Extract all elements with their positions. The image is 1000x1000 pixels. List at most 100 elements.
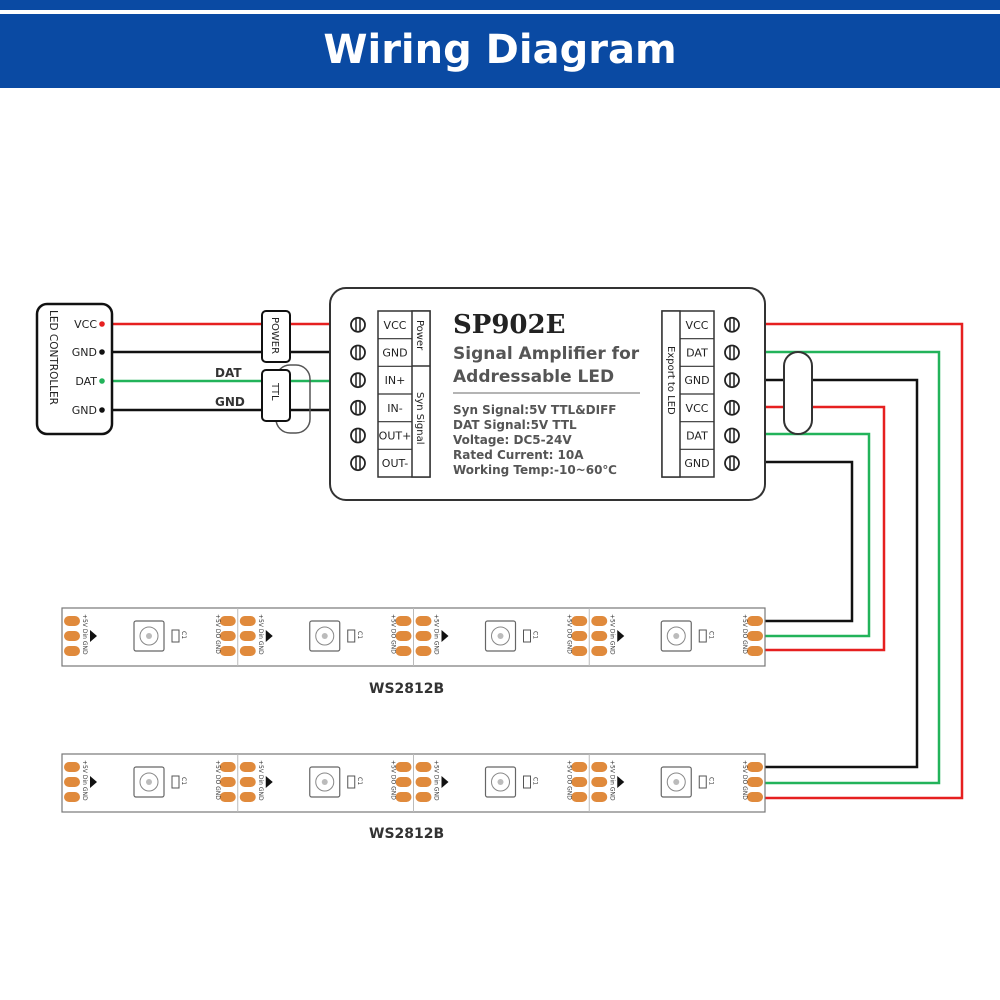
pad-label-out: +5V DO GND	[565, 614, 572, 654]
pad-label-in: +5V Din GND	[257, 614, 264, 655]
solder-pad	[415, 762, 432, 772]
capacitor-label: C1	[180, 777, 187, 785]
screw-terminal-icon	[724, 427, 740, 444]
solder-pad	[591, 792, 608, 802]
direction-arrow-icon	[441, 630, 449, 642]
right-terminal-label: DAT	[686, 347, 708, 360]
solder-pad	[64, 646, 80, 656]
capacitor-icon	[698, 629, 707, 643]
pad-label-out: +5V DO GND	[565, 760, 572, 800]
wire-gnd-out2	[730, 460, 854, 623]
led-die	[497, 633, 504, 639]
led-lens	[139, 772, 159, 792]
solder-pad	[747, 792, 763, 802]
left-terminal-label: IN-	[387, 402, 402, 415]
solder-pad	[64, 631, 80, 641]
solder-pad	[415, 646, 432, 656]
solder-pad	[64, 762, 80, 772]
capacitor-icon	[171, 775, 180, 789]
solder-pad	[239, 777, 256, 787]
right-terminal-label: DAT	[686, 430, 708, 443]
direction-arrow-icon	[90, 776, 97, 788]
solder-pad	[64, 616, 80, 626]
controller-label: LED CONTROLLER	[47, 310, 59, 405]
capacitor-label: C1	[532, 777, 539, 785]
solder-pad	[591, 646, 608, 656]
controller-pin-dot	[99, 321, 105, 327]
pad-label-in: +5V Din GND	[433, 760, 440, 801]
left-group-power: Power	[414, 320, 425, 351]
amplifier-subtitle-1: Signal Amplifier for	[453, 344, 640, 364]
led-die	[673, 779, 680, 785]
solder-pad	[415, 616, 432, 626]
left-terminal-label: OUT+	[379, 430, 412, 443]
solder-pad	[591, 777, 608, 787]
solder-pad	[219, 646, 236, 656]
direction-arrow-icon	[265, 776, 273, 788]
ttl-clamp-body	[261, 369, 291, 422]
solder-pad	[219, 777, 236, 787]
capacitor-icon	[171, 629, 180, 643]
led-lens	[315, 626, 335, 646]
amplifier-spec: DAT Signal:5V TTL	[453, 418, 577, 432]
screw-terminal-icon	[350, 455, 366, 472]
led-lens	[491, 626, 510, 646]
led-die	[146, 779, 152, 785]
power-clamp: POWER	[261, 310, 291, 363]
screw-terminal-icon	[724, 316, 740, 333]
solder-pad	[415, 792, 432, 802]
power-clamp-label: POWER	[269, 317, 280, 354]
strip-1-label: WS2812B	[369, 681, 444, 697]
controller-pin-label: DAT	[75, 375, 97, 388]
pad-label-in: +5V Din GND	[257, 760, 264, 801]
controller-pin-label: GND	[72, 346, 97, 359]
amplifier-spec: Syn Signal:5V TTL&DIFF	[453, 403, 616, 417]
solder-pad	[219, 762, 236, 772]
amplifier-body	[329, 287, 766, 501]
screw-terminal-icon	[350, 372, 366, 389]
screw-terminal-icon	[724, 455, 740, 472]
capacitor-label: C1	[532, 631, 539, 639]
capacitor-label: C1	[707, 777, 714, 785]
solder-pad	[591, 616, 608, 626]
solder-pad	[239, 792, 256, 802]
left-terminal-label: GND	[382, 347, 407, 360]
solder-pad	[747, 616, 763, 626]
strip-2-label: WS2812B	[369, 826, 444, 842]
solder-pad	[395, 762, 412, 772]
ttl-clamp-label: TTL	[269, 382, 280, 401]
left-group-syn: Syn Signal	[414, 392, 425, 445]
solder-pad	[64, 792, 80, 802]
solder-pad	[219, 631, 236, 641]
led-lens	[666, 772, 686, 792]
right-terminal-label: VCC	[686, 402, 709, 415]
led-lens	[666, 626, 686, 646]
solder-pad	[747, 762, 763, 772]
screw-terminal-icon	[724, 399, 740, 416]
right-group-label: Export to LED	[665, 346, 676, 415]
left-terminal-label: VCC	[384, 319, 407, 332]
solder-pad	[395, 646, 412, 656]
solder-pad	[239, 646, 256, 656]
power-clamp-body	[261, 310, 291, 363]
led-strip-2: +5V Din GND C1 +5V DO GND +5V Din GND C1 +5V …	[61, 753, 766, 813]
wire-vcc-out1	[730, 322, 964, 800]
pad-label-out: +5V DO GND	[390, 614, 397, 654]
solder-pad	[395, 792, 412, 802]
wire-dat-label: DAT	[215, 366, 242, 380]
solder-pad	[747, 777, 763, 787]
led-lens	[315, 772, 335, 792]
ttl-clamp: TTL	[261, 364, 311, 434]
solder-pad	[395, 631, 412, 641]
controller-pin-dot	[99, 407, 105, 413]
controller-pin-dot	[99, 378, 105, 384]
pad-label-in: +5V Din GND	[81, 760, 88, 801]
controller-pin-label: GND	[72, 404, 97, 417]
right-terminal-label: GND	[684, 457, 709, 470]
solder-pad	[571, 646, 588, 656]
right-terminal-label: GND	[684, 374, 709, 387]
pad-label-out: +5V DO GND	[214, 614, 221, 654]
